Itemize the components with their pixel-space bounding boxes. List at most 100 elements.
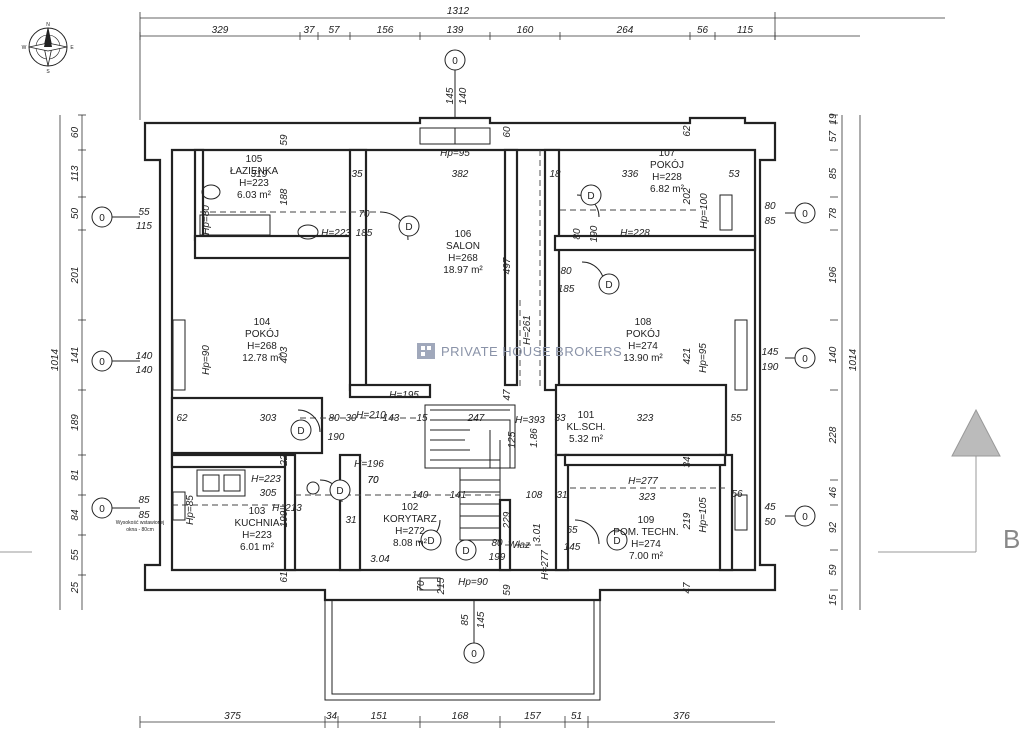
inner-dim-label: 80 [572,228,583,240]
inner-dim-label: 85 [138,495,150,506]
inner-dim-label: Hp=105 [698,497,709,533]
room-name: POM. TECHN. [613,527,678,538]
room-number: 102 [402,502,419,513]
inner-dim-label: 80 [560,266,572,277]
axis-marker-label: 0 [802,209,808,220]
dim-left-seg: 201 [70,267,81,285]
inner-dim-label: 188 [279,188,290,205]
axis-marker-label: 0 [99,504,105,515]
room-number: 104 [254,317,271,328]
axis-marker-label: D [427,536,434,547]
dim-total-right: 1014 [848,348,859,371]
inner-dim-label: 185 [558,284,575,295]
room-height: H=268 [247,341,277,352]
axis-marker-label: D [405,222,412,233]
inner-dim-label: 336 [622,169,639,180]
compass-icon: N S W E [22,22,75,75]
dim-total-top: 1312 [447,6,470,17]
dim-top-seg: 264 [616,25,634,36]
axis-marker-icon [455,539,477,561]
inner-dim-label: 60 [502,126,513,138]
dim-bottom-seg: 151 [371,711,388,722]
inner-dim-label: 80 [491,538,503,549]
inner-dim-label: 303 [260,413,277,424]
dim-top-seg: 56 [697,25,709,36]
watermark-logo-icon [417,343,435,359]
inner-dim-label: 145 [445,87,456,104]
inner-dim-label: H=261 [522,315,533,345]
inner-dim-label: 18 [549,169,561,180]
room-name: POKÓJ [650,158,684,171]
staircase [424,404,516,541]
inner-dim-label: 145 [564,542,581,553]
section-marker: B [0,408,1020,554]
inner-dim-label: 35 [351,169,363,180]
inner-dim-label: Hp=90 [458,577,488,588]
room-name: SALON [446,241,480,252]
inner-dim-label: 497 [502,257,513,274]
stove-icon [306,481,320,495]
axis-marker-label: D [613,536,620,547]
room-name: KORYTARZ [383,514,437,525]
compass-e: E [70,45,74,51]
fixtures [196,184,320,497]
inner-dim-label: H=213 [272,503,302,514]
inner-dim-label: 80 [764,201,776,212]
dim-right-seg: 59 [828,564,839,576]
watermark: PRIVATE HOUSE BROKERS [417,343,622,359]
dim-top-seg: 57 [328,25,340,36]
compass-n: N [46,22,50,28]
inner-dim-label: 115 [136,221,152,232]
room-area: 7.00 m² [629,551,664,562]
inner-dim-label: H=196 [354,459,384,470]
inner-dim-label: 140 [136,365,153,376]
inner-dim-label: 61 [279,571,290,582]
sink-icon [297,224,319,240]
inner-dim-label: H=277 [540,550,551,580]
dim-left-seg: 60 [70,127,81,139]
inner-dim-label: H=277 [628,476,658,487]
inner-dim-label: 125 [507,431,518,448]
inner-dim-label: H=228 [620,228,650,239]
dim-right-seg: 228 [828,426,839,444]
inner-dim-label: 31 [556,490,567,501]
room-height: H=228 [652,172,682,183]
dim-right-seg: 15 [828,594,839,606]
dim-right-seg: 46 [828,487,839,499]
inner-dim-label: H=393 [515,415,545,426]
inner-dim-label: 140 [458,87,469,104]
dim-bottom-seg: 375 [224,711,241,722]
dim-top-seg: 37 [303,25,315,36]
inner-dim-label: 323 [637,413,654,424]
inner-dim-label: 202 [682,187,693,205]
inner-dim-label: 145 [762,347,779,358]
room-name: KL.SCH. [567,422,606,433]
bathtub-icon [199,214,271,236]
room-area: 13.90 m² [623,353,663,364]
kitchen-sink-icon [196,469,246,497]
inner-dim-label: 65 [566,525,578,536]
inner-dim-label: 70 [367,475,379,486]
dim-left-seg: 81 [70,469,81,480]
dim-right-seg: 92 [828,522,839,534]
axis-marker-label: 0 [802,512,808,523]
dim-right-seg: 19 [828,113,839,125]
room-number: 103 [249,506,266,517]
axis-marker-label: D [605,280,612,291]
inner-dim-label: H=223 [251,474,281,485]
inner-dim-label: H=210 [356,410,386,421]
inner-dim-label: 323 [639,492,656,503]
inner-dim-label: 70 [358,209,370,220]
dim-bottom-seg: 34 [326,711,338,722]
room-name: KUCHNIA [234,518,279,529]
inner-dim-label: 319 [251,169,268,180]
inner-dim-label: 59 [502,584,513,596]
room-number: 106 [455,229,472,240]
inner-dim-label: H=195 [389,390,419,401]
inner-dim-label: 59 [279,134,290,146]
